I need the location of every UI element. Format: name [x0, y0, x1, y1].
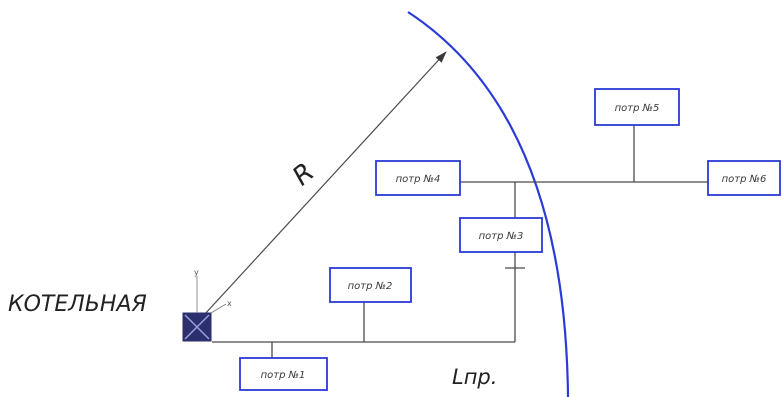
consumer-label-6: потр №6 [722, 174, 767, 185]
radius-label: R [287, 157, 320, 192]
consumer-label-1: потр №1 [261, 370, 306, 381]
boiler-house: y x [182, 268, 232, 342]
consumer-label-5: потр №5 [615, 103, 660, 114]
axis-x-line [210, 303, 227, 314]
consumer-label-4: потр №4 [396, 174, 441, 185]
boiler-label: КОТЕЛЬНАЯ [8, 292, 147, 317]
consumer-box-3: потр №3 [459, 217, 543, 253]
boundary-label: Lпр. [452, 365, 497, 389]
consumer-label-2: потр №2 [348, 281, 393, 292]
radius-arrow [203, 51, 447, 316]
boiler-cross-b [184, 314, 210, 340]
service-boundary-arc [407, 11, 570, 397]
pipe-network [212, 125, 708, 358]
axis-x-label: x [227, 299, 232, 308]
consumer-box-6: потр №6 [707, 160, 781, 196]
axis-y-label: y [194, 268, 199, 277]
consumer-box-2: потр №2 [329, 267, 412, 303]
consumer-box-1: потр №1 [239, 357, 328, 391]
consumer-box-5: потр №5 [594, 88, 680, 126]
consumer-box-4: потр №4 [375, 160, 461, 196]
consumer-label-3: потр №3 [479, 231, 524, 242]
